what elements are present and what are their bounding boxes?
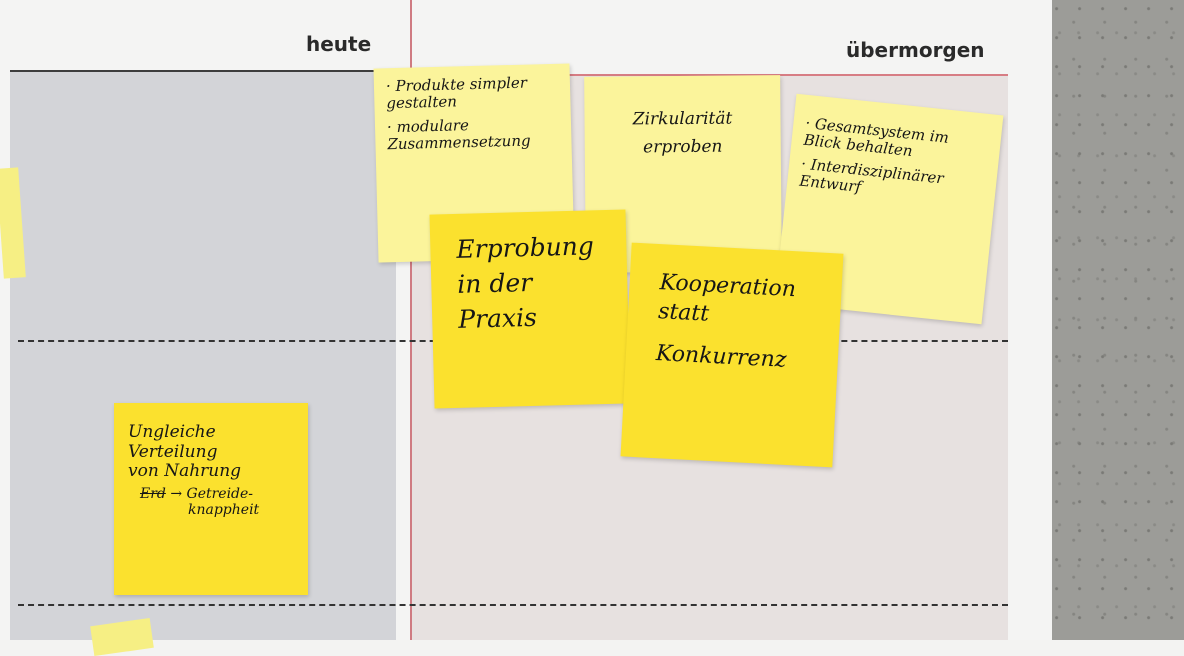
note-line: Praxis xyxy=(457,302,538,334)
column-label-uebermorgen: übermorgen xyxy=(846,38,985,62)
note-line: Kooperation xyxy=(659,270,797,303)
note-line: in der xyxy=(456,267,533,299)
note-line: erproben xyxy=(643,136,723,157)
column-divider xyxy=(410,0,412,640)
workshop-board: heute übermorgen · Produkte simpler gest… xyxy=(0,0,1008,656)
note-line: Ungleiche xyxy=(128,422,216,442)
sticky-note-kooperation[interactable]: Kooperation statt Konkurrenz xyxy=(620,242,844,468)
note-line: Erprobung xyxy=(456,231,595,264)
note-line: · modulare Zusammensetzung xyxy=(386,115,531,154)
concrete-wall xyxy=(1052,0,1184,640)
header-rule-uebermorgen xyxy=(412,74,1008,76)
dashed-separator-lower xyxy=(18,604,1008,606)
sticky-note-erprobung[interactable]: Erprobung in der Praxis xyxy=(429,209,631,409)
note-line: von Nahrung xyxy=(128,461,242,482)
struck-word: Erd xyxy=(140,485,166,502)
note-line: Erd → Getreide- xyxy=(140,486,294,502)
note-line: Verteilung xyxy=(128,441,218,462)
note-line: · Produkte simpler gestalten xyxy=(385,73,528,113)
note-line: Konkurrenz xyxy=(655,340,788,373)
note-line: knappheit xyxy=(188,501,260,518)
header-rule-heute xyxy=(10,70,410,72)
sticky-note-ungleiche-verteilung[interactable]: Ungleiche Verteilung von Nahrung Erd → G… xyxy=(114,403,308,595)
note-line: Zirkularität xyxy=(632,108,733,130)
note-fragment: → Getreide- xyxy=(170,485,254,502)
column-label-heute: heute xyxy=(306,32,372,56)
note-line: statt xyxy=(657,299,710,328)
